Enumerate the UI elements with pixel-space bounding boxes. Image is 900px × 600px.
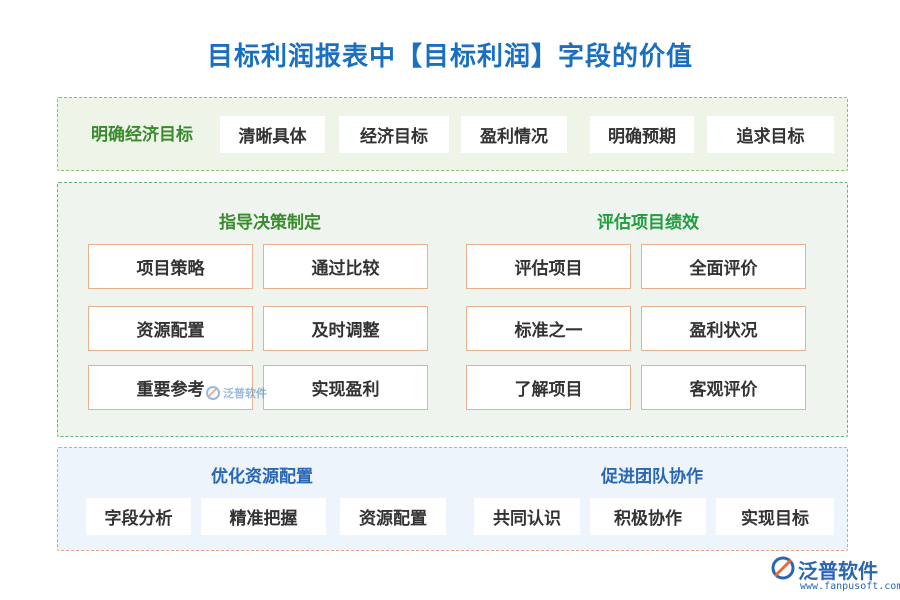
section2-left-item: 通过比较	[263, 244, 428, 289]
section2-right-item: 全面评价	[641, 244, 806, 289]
watermark: 泛普软件	[205, 384, 267, 402]
watermark-text: 泛普软件	[223, 387, 267, 400]
fanpu-logo-icon	[206, 386, 220, 400]
section2-left-item: 及时调整	[263, 306, 428, 351]
section1-item: 经济目标	[339, 116, 449, 153]
section2-left-item: 资源配置	[88, 306, 253, 351]
section2-left-heading: 指导决策制定	[219, 213, 321, 233]
section3-left-heading: 优化资源配置	[211, 467, 313, 487]
section3-left-item: 字段分析	[86, 498, 191, 535]
section1-heading: 明确经济目标	[91, 125, 193, 145]
logo-name: 泛普软件	[798, 559, 878, 583]
section3-left-item: 资源配置	[340, 498, 446, 535]
section2-right-item: 评估项目	[466, 244, 631, 289]
section1-item: 清晰具体	[220, 116, 325, 153]
section2-right-item: 了解项目	[466, 365, 631, 410]
section3-left-item: 精准把握	[201, 498, 326, 535]
section2-right-heading: 评估项目绩效	[597, 213, 699, 233]
section1-item: 明确预期	[590, 116, 694, 153]
brand-logo: 泛普软件 www.fanpusoft.com	[770, 553, 900, 597]
section1-item: 追求目标	[707, 116, 834, 153]
section2-right-item: 标准之一	[466, 306, 631, 351]
section2-left-item: 项目策略	[88, 244, 253, 289]
fanpu-logo-icon	[771, 556, 795, 580]
section1-item: 盈利情况	[461, 116, 567, 153]
section2-left-item: 实现盈利	[263, 365, 428, 410]
page-title: 目标利润报表中【目标利润】字段的价值	[206, 42, 693, 72]
logo-url: www.fanpusoft.com	[800, 581, 900, 592]
section3-right-item: 积极协作	[590, 498, 706, 535]
section3-right-item: 共同认识	[474, 498, 580, 535]
section3-right-item: 实现目标	[716, 498, 834, 535]
section2-right-item: 盈利状况	[641, 306, 806, 351]
section2-right-item: 客观评价	[641, 365, 806, 410]
section3-right-heading: 促进团队协作	[601, 467, 703, 487]
section2-left-item: 重要参考	[88, 365, 253, 410]
